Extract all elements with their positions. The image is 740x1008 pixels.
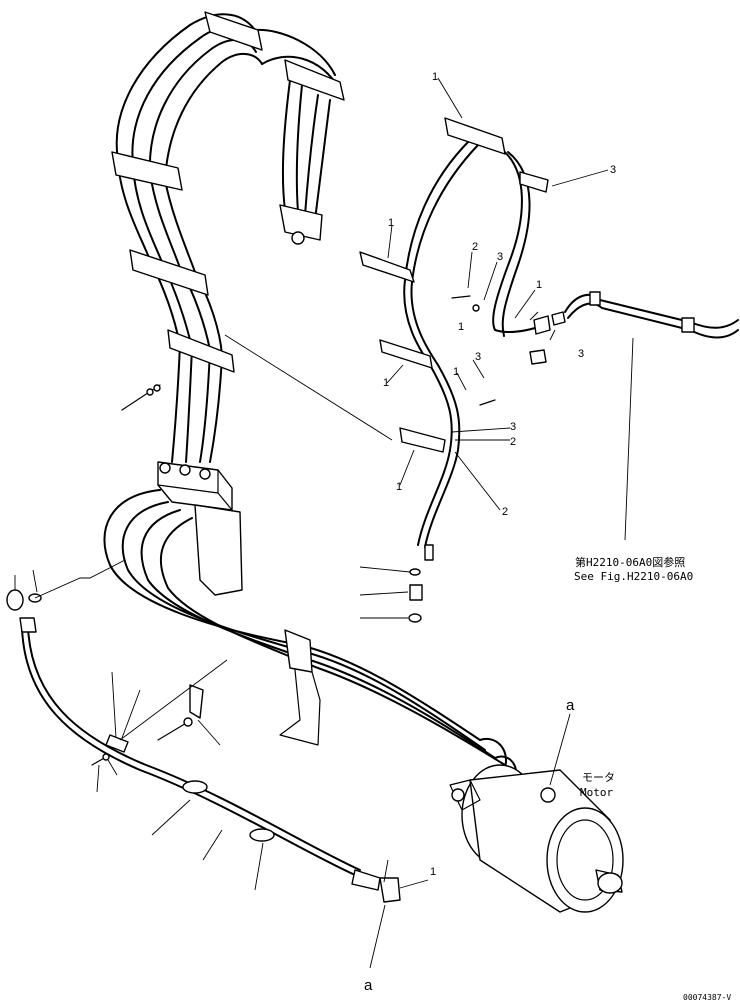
- callout-4: 3: [497, 251, 503, 263]
- reference-note-en: See Fig.H2210-06A0: [574, 570, 693, 583]
- motor: [449, 764, 624, 913]
- motor-label: モータ Motor: [580, 771, 615, 799]
- callout-2: 1: [388, 217, 394, 229]
- motor-label-ja: モータ: [582, 771, 615, 784]
- right-hose-assembly: [359, 117, 739, 623]
- drain-hose: [6, 589, 401, 903]
- figure-code: 00074387-V: [683, 993, 731, 1002]
- leader-lines: [14, 77, 634, 969]
- upper-hose-bundle: [111, 11, 345, 463]
- callout-3: 2: [472, 241, 478, 253]
- marker-a-top: a: [566, 697, 575, 714]
- callout-5: 3: [610, 164, 616, 176]
- callout-13: 3: [475, 351, 481, 363]
- callout-7: 1: [458, 321, 464, 333]
- callout-11: 2: [510, 436, 516, 448]
- valve-block: [157, 461, 243, 596]
- callout-1: 1: [432, 71, 438, 83]
- callout-10: 3: [510, 421, 516, 433]
- marker-a-bottom: a: [364, 977, 373, 994]
- main-hose-run: [103, 489, 518, 781]
- callout-9: 1: [383, 377, 389, 389]
- callout-12: 1: [396, 481, 402, 493]
- callout-15: 2: [502, 506, 508, 518]
- reference-note-ja: 第H2210-06A0図参照: [575, 555, 685, 569]
- motor-label-en: Motor: [580, 786, 613, 799]
- callout-14: 1: [453, 366, 459, 378]
- callout-8: 3: [578, 348, 584, 360]
- callouts: 1 1 2 3 3 1 1 3 1 3 2 1 3 1 2 1: [383, 71, 616, 878]
- reference-note: 第H2210-06A0図参照 See Fig.H2210-06A0: [574, 555, 693, 583]
- callout-6: 1: [536, 279, 542, 291]
- callout-16: 1: [430, 866, 436, 878]
